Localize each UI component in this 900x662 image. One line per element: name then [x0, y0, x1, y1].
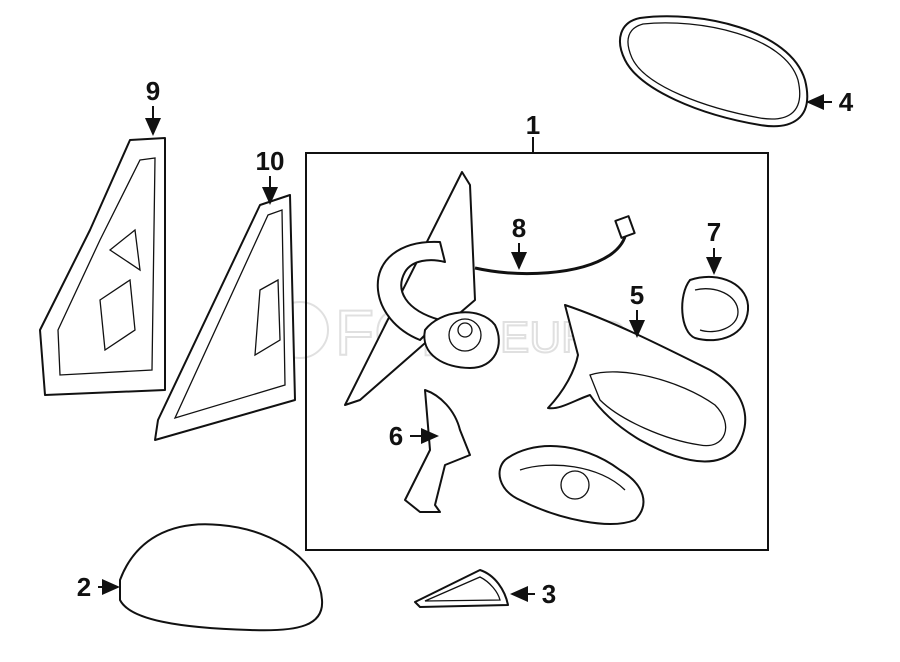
- callout-8: 8: [512, 213, 526, 243]
- callout-10: 10: [256, 146, 285, 176]
- assembly-box: [305, 152, 769, 551]
- callout-7: 7: [707, 217, 721, 247]
- mirror-base-part: [344, 171, 500, 406]
- mirror-cover-part: [119, 523, 324, 632]
- callout-3: 3: [542, 579, 556, 609]
- callout-4: 4: [839, 87, 854, 117]
- callout-6: 6: [389, 421, 403, 451]
- leader-lines: [98, 94, 832, 602]
- mirror-housing-part: [547, 304, 747, 463]
- callout-9: 9: [146, 76, 160, 106]
- wiring-harness-part: [474, 215, 636, 276]
- sail-panel-part: [154, 194, 296, 441]
- callout-1: 1: [526, 110, 540, 140]
- callout-5: 5: [630, 280, 644, 310]
- backing-plate-part: [498, 445, 645, 525]
- mirror-glass-part: [619, 15, 809, 128]
- inner-trim-panel-part: [39, 137, 166, 396]
- callout-2: 2: [77, 572, 91, 602]
- bracket-part: [404, 389, 471, 513]
- mirror-motor-part: [681, 275, 750, 342]
- trim-piece-part: [414, 569, 509, 608]
